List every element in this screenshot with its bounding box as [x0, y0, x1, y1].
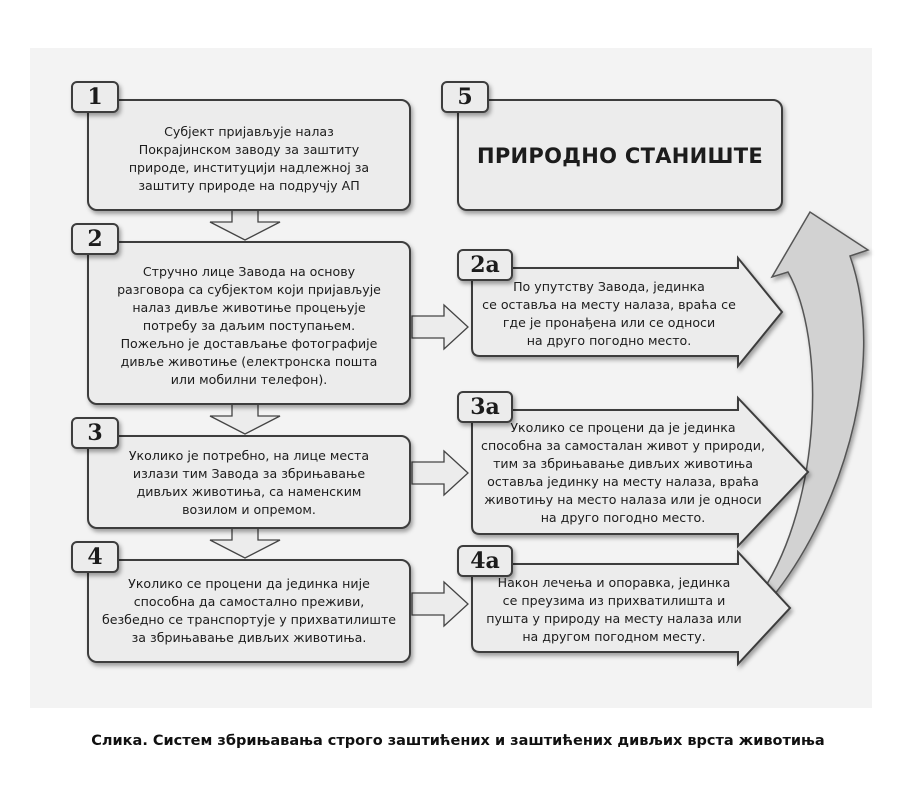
right-arrow-2-2a: [411, 303, 469, 351]
outcome-4a-text: Након лечења и опоравка, јединка се преу…: [486, 575, 742, 644]
step-3-box: [87, 435, 411, 529]
figure-caption: Слика. Систем збрињавања строго заштићен…: [91, 733, 825, 749]
outcome-2a-number: 2а: [470, 252, 500, 278]
step-3-text: Уколико је потребно, на лице места излаз…: [128, 448, 370, 517]
step-2-number-tab: [71, 223, 119, 255]
step-1-number-tab: [71, 81, 119, 113]
habitat-box: [457, 99, 783, 211]
down-arrow-3-4: [209, 527, 281, 559]
step-1-number: 1: [87, 84, 103, 110]
habitat-number-tab: [441, 81, 489, 113]
habitat-number: 5: [457, 84, 473, 110]
outcome-4a-number: 4а: [470, 548, 500, 574]
step-4-number-tab: [71, 541, 119, 573]
step-3-number-tab: [71, 417, 119, 449]
step-2-text: Стручно лице Завода на основу разговора …: [117, 264, 381, 387]
step-4-text: Уколико се процени да јединка није спосо…: [101, 576, 397, 645]
step-2-box: [87, 241, 411, 405]
outcome-2a-number-tab: [457, 249, 513, 281]
outcome-3a-number: 3а: [470, 394, 500, 420]
outcome-4a-number-tab: [457, 545, 513, 577]
step-1-text: Субјект пријављује налаз Покрајинском за…: [128, 124, 370, 193]
step-4-box: [87, 559, 411, 663]
down-arrow-2-3: [209, 403, 281, 435]
step-2-number: 2: [87, 226, 103, 252]
right-arrow-4-4a: [411, 580, 469, 628]
outcome-3a-number-tab: [457, 391, 513, 423]
outcome-2a-text: По упутству Завода, јединка се оставља н…: [482, 279, 736, 348]
outcome-3a-text: Уколико се процени да је јединка способн…: [481, 420, 765, 525]
habitat-title: ПРИРОДНО СТАНИШТЕ: [476, 144, 764, 168]
step-3-number: 3: [87, 420, 103, 446]
right-arrow-3-3a: [411, 449, 469, 497]
step-1-box: [87, 99, 411, 211]
step-4-number: 4: [87, 544, 103, 570]
down-arrow-1-2: [209, 209, 281, 241]
